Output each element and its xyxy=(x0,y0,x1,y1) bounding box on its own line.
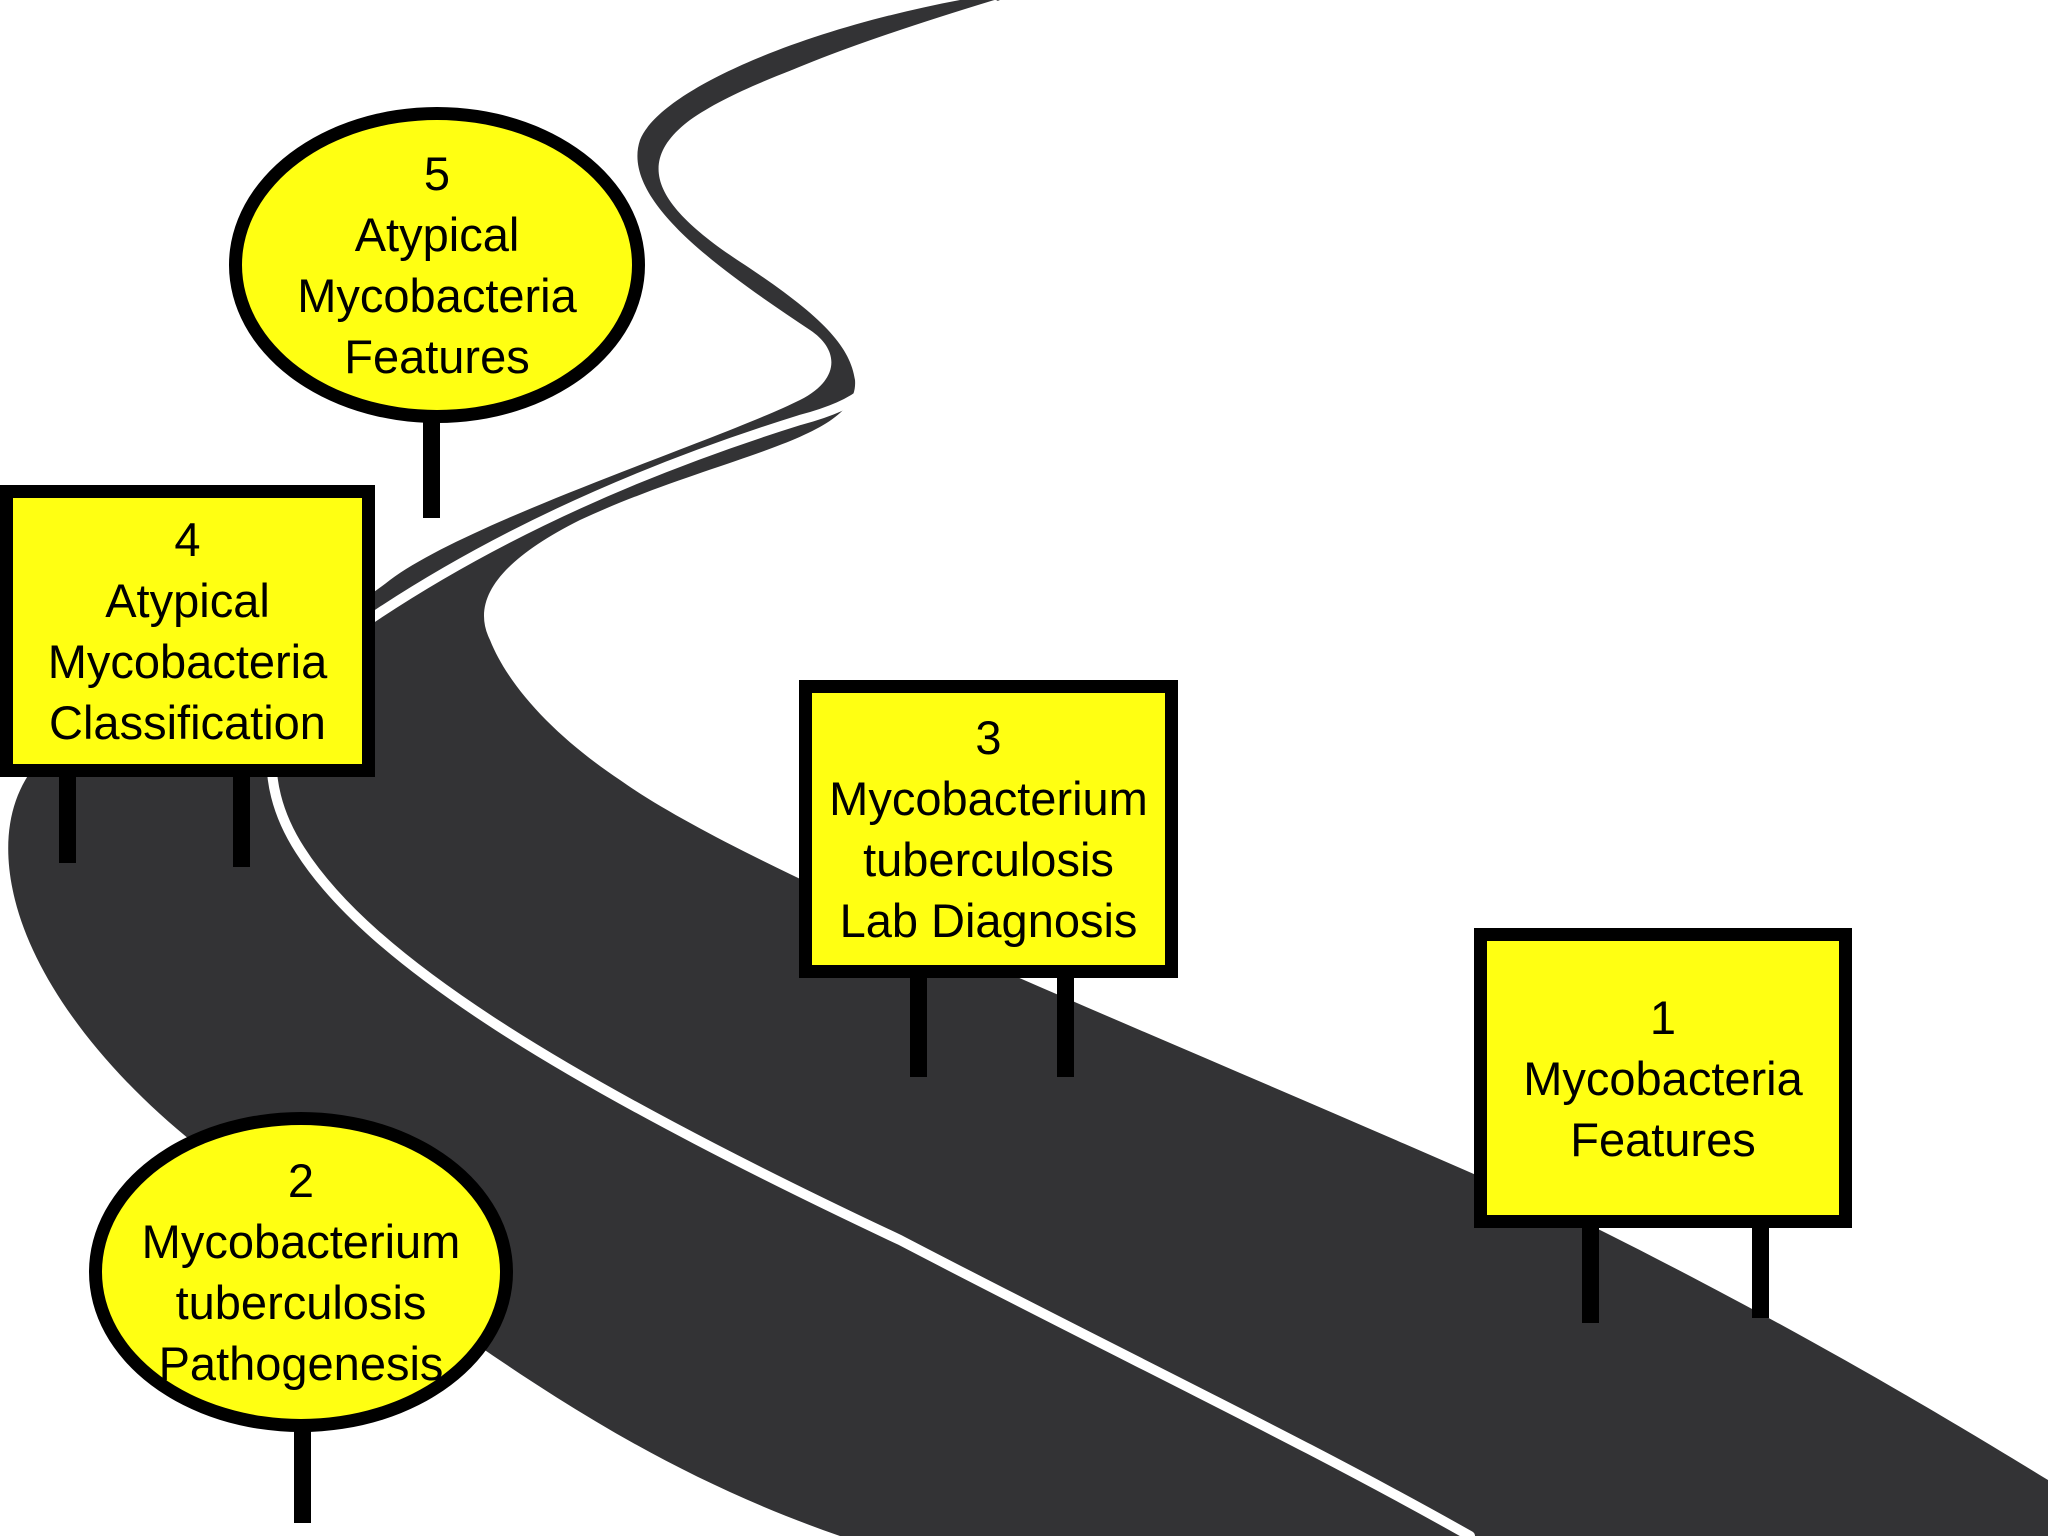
sign-5-post xyxy=(423,420,440,518)
road-surface xyxy=(8,0,2048,1536)
sign-text-line: Classification xyxy=(49,696,326,749)
sign-4-atypical-mycobacteria-classification: 4 Atypical Mycobacteria Classification xyxy=(0,485,375,777)
sign-text-line: Mycobacteria xyxy=(1523,1051,1803,1105)
sign-number: 3 xyxy=(975,711,1002,764)
lane-marking xyxy=(266,0,1475,1536)
sign-text-line: Mycobacterium xyxy=(141,1215,461,1268)
sign-number: 2 xyxy=(287,1154,315,1207)
sign-1-post-left xyxy=(1582,1225,1599,1323)
sign-3-post-left xyxy=(910,975,927,1077)
sign-3-mtb-lab-diagnosis: 3 Mycobacterium tuberculosis Lab Diagnos… xyxy=(799,680,1178,978)
sign-number: 1 xyxy=(1649,990,1677,1044)
sign-number: 5 xyxy=(423,147,451,200)
sign-text-line: Mycobacteria xyxy=(47,635,328,688)
sign-4-post-right xyxy=(233,775,250,867)
sign-text-line: Features xyxy=(1570,1112,1756,1166)
sign-text-line: Pathogenesis xyxy=(158,1337,444,1390)
sign-text-line: Mycobacteria xyxy=(297,269,577,322)
sign-text-line: tuberculosis xyxy=(175,1276,427,1329)
sign-text-line: Mycobacterium xyxy=(829,772,1148,825)
sign-1-post-right xyxy=(1752,1225,1769,1318)
sign-2-mtb-pathogenesis: 2 Mycobacterium tuberculosis Pathogenesi… xyxy=(89,1112,513,1432)
sign-1-mycobacteria-features: 1 Mycobacteria Features xyxy=(1474,928,1852,1228)
sign-5-atypical-mycobacteria-features: 5 Atypical Mycobacteria Features xyxy=(229,107,645,423)
sign-2-post xyxy=(294,1428,311,1523)
sign-text-line: Atypical xyxy=(105,574,270,627)
sign-text-line: tuberculosis xyxy=(863,833,1114,886)
sign-text-line: Atypical xyxy=(354,208,520,261)
sign-3-post-right xyxy=(1057,975,1074,1077)
sign-4-post-left xyxy=(59,775,76,863)
sign-text-line: Lab Diagnosis xyxy=(839,894,1138,947)
sign-number: 4 xyxy=(174,513,201,566)
sign-text-line: Features xyxy=(344,330,530,383)
